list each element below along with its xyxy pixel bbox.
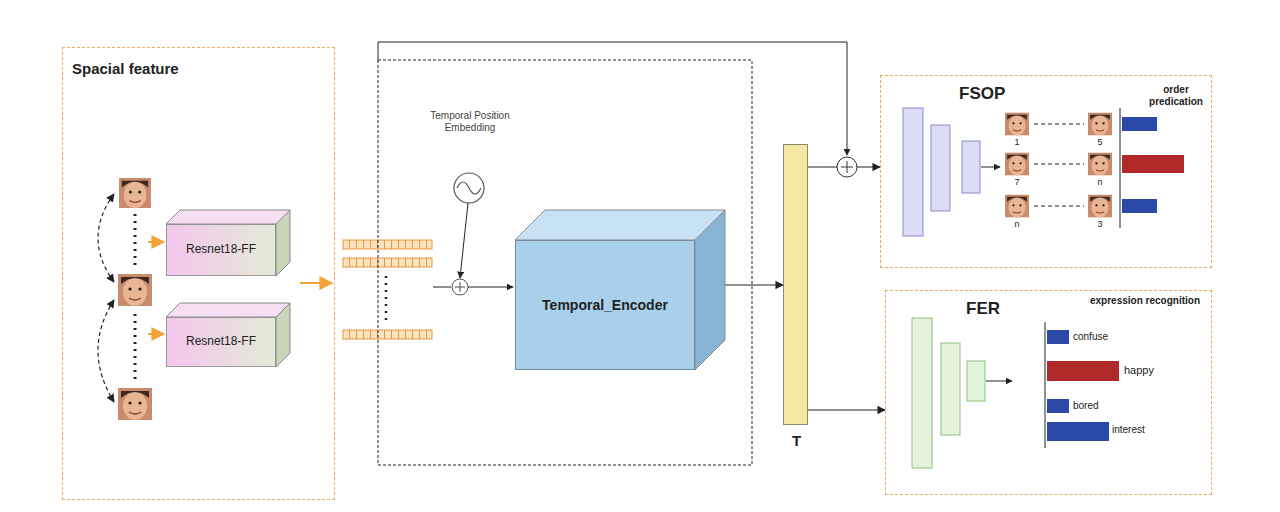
connector-arrow — [808, 166, 880, 167]
arrow — [468, 287, 513, 288]
text-label: bored — [1073, 400, 1099, 412]
face-image — [1088, 195, 1112, 218]
network-layer — [931, 125, 950, 211]
score-bar — [1047, 422, 1109, 441]
arrow — [981, 167, 1000, 168]
text-label: confuse — [1073, 331, 1108, 343]
score-bar — [1122, 117, 1157, 131]
sum-symbol — [837, 157, 857, 177]
box-side-face — [695, 210, 725, 370]
text-label: happy — [1124, 364, 1154, 377]
connector-arrow — [808, 409, 885, 410]
node-title: FSOP — [959, 84, 1005, 104]
box-side-face — [276, 210, 290, 276]
orange-arrow — [148, 241, 164, 243]
dashed-link — [1034, 164, 1084, 165]
network-layer — [967, 361, 985, 401]
text-label: 5 — [1094, 137, 1106, 147]
face-image — [1005, 113, 1029, 136]
text-label: n — [1011, 219, 1023, 229]
text-label: 1 — [1011, 137, 1023, 147]
node-title: Resnet18-FF — [167, 225, 275, 275]
score-bar — [1047, 361, 1119, 381]
face-image — [118, 274, 152, 306]
feature-bar: T — [783, 144, 808, 425]
score-bar — [1122, 199, 1157, 213]
axis-line — [1045, 322, 1046, 448]
face-image — [1005, 195, 1029, 218]
text-label: n — [1094, 177, 1106, 187]
text-label: Temporal Position Embedding — [418, 110, 522, 133]
feature-vector — [343, 330, 432, 339]
ellipsis-dots — [385, 276, 388, 322]
face-image — [1005, 153, 1029, 176]
face-image — [118, 388, 152, 420]
dashed-group-box: FER expression recognition — [885, 290, 1212, 495]
text-label: interest — [1112, 424, 1145, 436]
network-layer — [962, 141, 980, 193]
node-title: Resnet18-FF — [167, 318, 275, 366]
dashed-group-box: FSOP order predication — [880, 75, 1212, 268]
node-title: Spacial feature — [72, 60, 179, 77]
text-label: 3 — [1094, 219, 1106, 229]
orange-arrow — [300, 282, 332, 284]
box-top-face — [515, 210, 725, 240]
ellipsis-dots — [134, 314, 137, 382]
plus-sign — [455, 282, 465, 292]
text-label: 7 — [1011, 177, 1023, 187]
sine-wave — [457, 182, 481, 194]
sine-embedding-symbol — [454, 173, 484, 203]
feature-vector — [343, 240, 432, 249]
dashed-link — [1034, 206, 1084, 207]
network-layer — [912, 318, 932, 468]
box-top-face — [166, 303, 290, 317]
plus-sign — [841, 161, 853, 173]
network-layer — [903, 108, 923, 236]
network-layer — [941, 343, 960, 435]
dashed-region — [378, 60, 752, 465]
process-box: Resnet18-FF — [166, 317, 276, 367]
curved-arrow — [98, 300, 114, 402]
face-image — [1088, 113, 1112, 136]
curved-arrow — [98, 194, 114, 282]
box-depth — [515, 210, 727, 372]
dashed-link — [1034, 124, 1084, 125]
axis-line — [1120, 108, 1121, 228]
box-side-face — [276, 303, 290, 367]
encoder-box: Temporal_Encoder — [515, 240, 695, 370]
ellipsis-dots — [134, 214, 137, 266]
skip-connection — [378, 42, 847, 155]
score-bar — [1122, 155, 1184, 173]
node-title: T — [774, 432, 819, 449]
face-image — [1088, 153, 1112, 176]
arrow — [460, 203, 468, 278]
score-bar — [1047, 330, 1069, 344]
score-bar — [1047, 399, 1069, 413]
face-image — [119, 178, 151, 208]
process-box: Resnet18-FF — [166, 224, 276, 276]
node-subtitle: order predication — [1143, 84, 1209, 107]
sum-symbol — [452, 279, 468, 295]
node-title: Temporal_Encoder — [516, 241, 694, 369]
orange-arrow — [148, 333, 164, 335]
arrow — [986, 381, 1012, 382]
dashed-group-box: Spacial featureResnet18-FF Resnet18-FF — [62, 47, 335, 500]
box-top-face — [166, 210, 290, 224]
node-title: FER — [966, 299, 1000, 319]
feature-vector — [343, 258, 432, 267]
node-subtitle: expression recognition — [1078, 295, 1212, 307]
arrow — [433, 287, 451, 288]
